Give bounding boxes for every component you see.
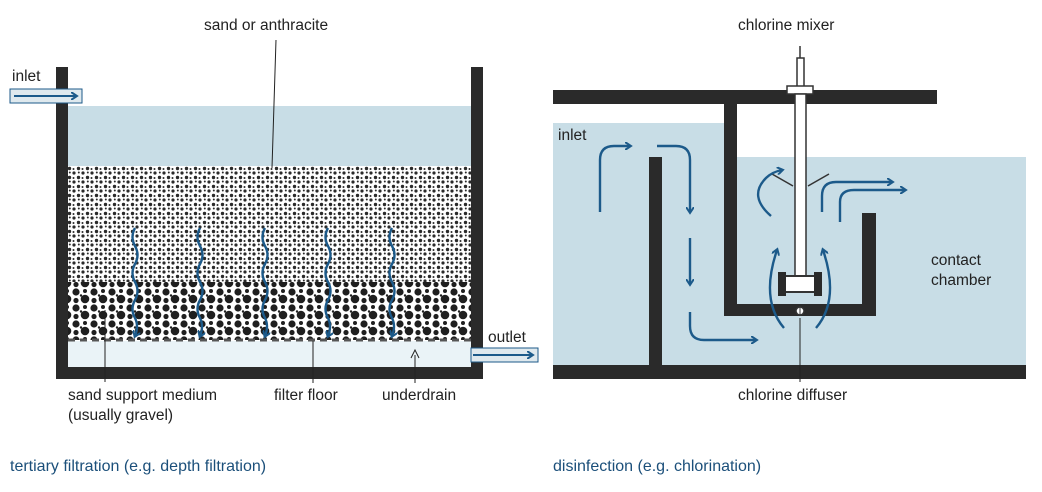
flow-outflow	[838, 190, 905, 222]
flow-arrow-2	[196, 227, 203, 336]
weir-wall	[862, 213, 876, 316]
inlet-water	[553, 123, 731, 366]
label-contact-chamber-1: contact	[931, 252, 981, 269]
flow-arrow-3	[261, 227, 268, 336]
chlorine-diffuser	[795, 306, 805, 382]
flow-up-left	[598, 146, 630, 212]
flow-swirl-right	[820, 182, 892, 212]
caption-disinfection: disinfection (e.g. chlorination)	[553, 458, 762, 475]
chamber-water	[731, 157, 1026, 366]
hanging-baffle	[724, 104, 737, 316]
flow-swirl-left	[757, 170, 782, 217]
filter-bottom-wall	[56, 367, 483, 379]
flow-arrow-1	[131, 227, 138, 336]
label-chlorine-mixer: chlorine mixer	[738, 17, 835, 34]
flow-under-baffle	[688, 312, 756, 340]
chlorine-mixer	[771, 46, 830, 296]
sand-anthracite-layer	[68, 166, 471, 284]
inlet-baffle	[649, 157, 662, 365]
disinfection-diagram	[553, 46, 1026, 382]
mixer-shaft	[794, 93, 807, 281]
flow-mix-right-up	[815, 250, 832, 329]
filtration-diagram	[9, 39, 539, 383]
flow-mix-left-up	[768, 250, 785, 329]
flow-arrow-4	[324, 227, 331, 336]
filter-left-wall	[56, 67, 68, 379]
flow-arrow-5	[388, 227, 395, 336]
label-underdrain: underdrain	[382, 387, 457, 404]
mixer-impeller	[781, 275, 819, 293]
caption-filtration: tertiary filtration (e.g. depth filtrati…	[10, 458, 267, 475]
label-chlorine-diffuser: chlorine diffuser	[738, 387, 848, 404]
label-filter-outlet: outlet	[488, 329, 526, 346]
filter-right-wall	[471, 67, 483, 379]
label-support-medium: sand support medium	[68, 387, 218, 404]
bottom-slab	[553, 365, 1026, 379]
filter-water	[68, 106, 471, 168]
label-contact-chamber-2: chamber	[931, 272, 992, 289]
leader-sand	[271, 39, 277, 169]
label-support-medium-note: (usually gravel)	[68, 407, 174, 424]
sand-support-gravel-layer	[68, 282, 471, 340]
label-filter-inlet: inlet	[12, 68, 41, 85]
top-slab	[553, 90, 937, 104]
label-filter-floor: filter floor	[274, 387, 338, 404]
label-sand-anthracite: sand or anthracite	[204, 17, 329, 34]
underdrain-space	[68, 341, 471, 367]
flow-over-baffle	[657, 144, 690, 212]
label-disinfection-inlet: inlet	[558, 127, 587, 144]
